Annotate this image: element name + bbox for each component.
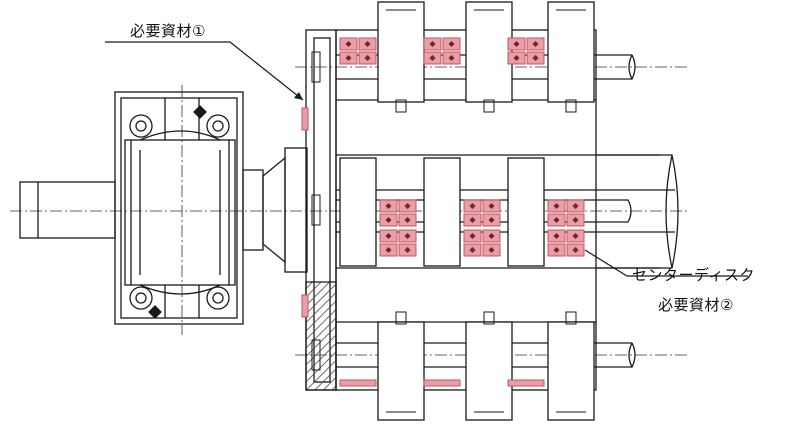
pad-bolt-mark [572,203,579,209]
bottom-pad [507,379,545,387]
label-material-2: 必要資材② [658,296,734,314]
pad-bolt-mark [364,41,371,47]
pad-bolt-mark [448,41,455,47]
edge-pad [301,294,309,318]
bottom-pad [423,379,461,387]
pad-bolt-mark [469,233,476,239]
pad-bolt-mark [553,233,560,239]
pad-bolt-mark [385,247,392,253]
hatched-section [305,281,337,391]
pad-bolt-mark [553,217,560,223]
pad-bolt-mark [385,233,392,239]
left-slot-marks [311,51,321,371]
pad-bolt-mark [572,247,579,253]
bottom-pad [339,379,377,387]
highlighted-parts [301,37,585,387]
pad-bolt-mark [572,233,579,239]
pad-bolt-mark [385,217,392,223]
disk-details [386,9,586,413]
pad-bolt-mark [404,203,411,209]
pad-bolt-mark [488,217,495,223]
input-shaft [19,147,308,273]
pad-bolt-mark [385,203,392,209]
pad-bolt-mark [429,41,436,47]
pad-bolt-mark [532,55,539,61]
pad-bolt-mark [553,247,560,253]
pad-bolt-mark [513,41,520,47]
pad-bolt-mark [488,233,495,239]
pad-bolt-mark [404,247,411,253]
pad-bolt-mark [469,217,476,223]
label-center-disk: センターディスク [632,266,755,284]
bearing-housing [114,91,244,325]
pad-bolt-mark [469,247,476,253]
pad-bolt-mark [364,55,371,61]
right-roll [596,154,679,269]
pad-bolt-mark [404,217,411,223]
pad-bolt-mark [404,233,411,239]
leader-arrowhead [294,92,303,100]
edge-pad [301,107,309,131]
side-shafts [336,54,636,368]
pad-bolt-mark [553,203,560,209]
pad-bolt-mark [532,41,539,47]
label-material-1: 必要資材① [130,22,206,40]
pad-bolt-mark [469,203,476,209]
pad-bolt-mark [488,203,495,209]
disk-blocks [339,1,595,421]
pad-bolt-mark [572,217,579,223]
pad-bolt-mark [429,55,436,61]
pad-bolt-mark [448,55,455,61]
pad-bolt-mark [488,247,495,253]
pad-bolt-mark [345,55,352,61]
pad-bolt-mark [345,41,352,47]
pad-bolt-mark [513,55,520,61]
leader-lines [105,41,748,277]
